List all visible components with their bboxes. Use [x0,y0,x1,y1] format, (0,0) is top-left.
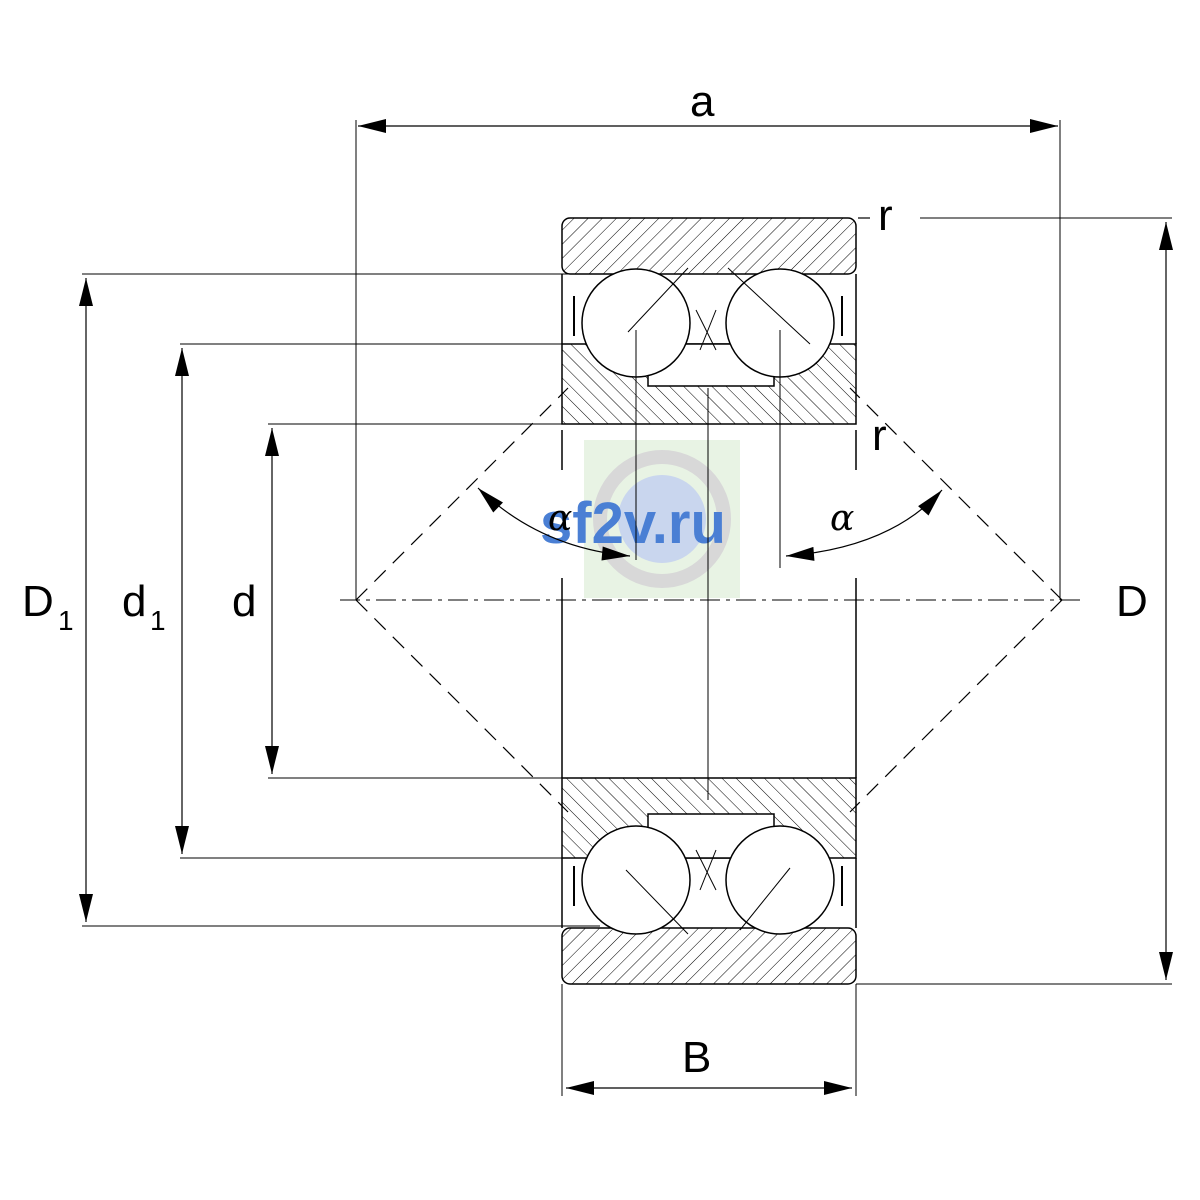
label-alpha-right: α [830,498,854,539]
label-a: a [690,77,715,126]
label-d1-subscript: 1 [150,605,166,636]
label-D: D [1116,577,1148,626]
contact-lines [355,387,1063,813]
label-B: B [682,1033,711,1082]
angle-arc-right [785,489,943,561]
label-r-mid: r [872,411,887,460]
bearing-bottom-section [561,777,857,985]
label-d: d [232,577,256,626]
bearing-top-section [561,217,857,425]
bore-lines [561,330,857,800]
label-alpha-left: α [548,498,572,539]
label-D1-subscript: 1 [58,605,74,636]
extension-lines [82,120,1172,1096]
label-r-top: r [878,191,893,240]
dimension-lines [79,119,1173,1095]
label-D1: D [22,577,54,626]
angle-arc-left [477,487,631,561]
label-d1: d [122,577,146,626]
